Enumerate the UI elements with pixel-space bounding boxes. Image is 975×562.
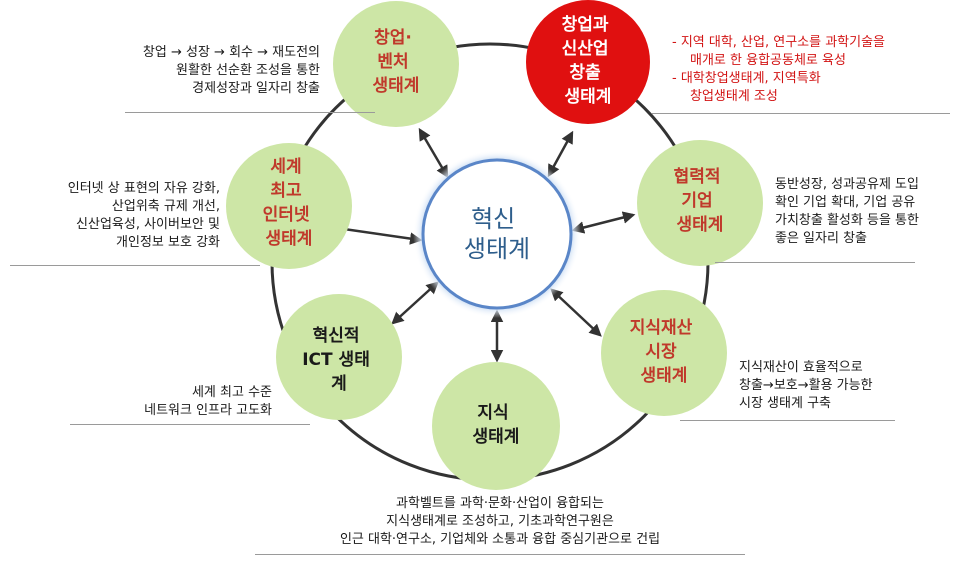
svg-text:창업과 신산업 창출 생: 창업과 신산업 창출 생태계 <box>562 15 615 107</box>
node-cooperative-enterprise: 협력적 기업 생태계 <box>637 140 763 266</box>
arrow-innovative-ict <box>391 281 439 325</box>
arrow-startup-industry <box>547 130 574 178</box>
desc-startup-venture: 창업 → 성장 → 회수 → 재도전의 원활한 선순환 조성을 통한 경제성장과… <box>143 44 320 98</box>
desc-line: 시장 생태계 구축 <box>739 396 831 411</box>
desc-line: - 지역 대학, 산업, 연구소를 과학기술을 <box>672 35 886 50</box>
desc-underline <box>70 424 310 425</box>
desc-line: 경제성장과 일자리 창출 <box>192 81 320 96</box>
arrow-ip-market <box>550 288 602 337</box>
svg-text:협력적 기업 생태계: 협력적 기업 생태계 <box>674 166 727 235</box>
desc-line: 네트워크 인프라 고도화 <box>144 403 272 418</box>
svg-text:세계 최고 인터넷 생태: 세계 최고 인터넷 생태계 <box>263 157 316 249</box>
desc-line: - 대학창업생태계, 지역특화 <box>672 71 821 86</box>
arrow-cooperative-enterprise <box>571 211 636 234</box>
desc-line: 확인 기업 확대, 기업 공유 <box>775 195 916 210</box>
svg-text:혁신적 ICT 생태 계: 혁신적 ICT 생태 계 <box>302 325 376 394</box>
desc-line: 원활한 선순환 조성을 통한 <box>176 63 320 78</box>
node-world-best-internet: 세계 최고 인터넷 생태계 <box>226 143 352 269</box>
desc-line: 산업위축 규제 개선, <box>111 199 220 214</box>
desc-line: 가치창출 활성화 등을 통한 <box>775 213 919 228</box>
node-innovative-ict: 혁신적 ICT 생태 계 <box>276 294 402 420</box>
desc-underline <box>652 113 950 114</box>
desc-line: 신산업육성, 사이버보안 및 <box>76 217 220 232</box>
svg-text:창업· 벤처 생태계: 창업· 벤처 생태계 <box>373 28 420 96</box>
desc-line: 과학벨트를 과학·문화·산업이 융합되는 <box>396 496 604 511</box>
svg-text:지식 생태계: 지식 생태계 <box>473 403 520 447</box>
desc-line: 지식재산이 효율적으로 <box>739 360 863 375</box>
desc-line: 개인정보 보호 강화 <box>116 235 220 250</box>
desc-line: 창업 → 성장 → 회수 → 재도전의 <box>142 45 320 60</box>
desc-underline <box>680 420 895 421</box>
desc-line: 창출→보호→활용 가능한 <box>739 378 873 393</box>
desc-line: 창업생태계 조성 <box>690 89 778 104</box>
desc-world-best-internet: 인터넷 상 표현의 자유 강화, 산업위축 규제 개선, 신산업육성, 사이버보… <box>68 180 220 252</box>
desc-underline <box>255 554 745 555</box>
center-circle <box>421 158 573 310</box>
desc-cooperative-enterprise: 동반성장, 성과공유제 도입 확인 기업 확대, 기업 공유 가치창출 활성화 … <box>775 176 919 248</box>
connector-arrows <box>327 127 636 363</box>
node-startup-industry: 창업과 신산업 창출 생태계 <box>526 0 650 124</box>
desc-startup-industry: - 지역 대학, 산업, 연구소를 과학기술을 매개로 한 융합공동체로 육성 … <box>672 34 885 106</box>
svg-text:지식재산 시장 생태계: 지식재산 시장 생태계 <box>630 318 698 386</box>
desc-innovative-ict: 세계 최고 수준 네트워크 인프라 고도화 <box>144 384 272 420</box>
node-ip-market: 지식재산 시장 생태계 <box>601 290 727 416</box>
desc-ip-market: 지식재산이 효율적으로 창출→보호→활용 가능한 시장 생태계 구축 <box>739 359 873 413</box>
node-startup-venture: 창업· 벤처 생태계 <box>333 1 459 127</box>
node-knowledge: 지식 생태계 <box>432 362 560 490</box>
desc-line: 세계 최고 수준 <box>191 385 272 400</box>
desc-underline <box>125 112 375 113</box>
desc-line: 매개로 한 융합공동체로 육성 <box>690 53 846 68</box>
desc-line: 지식생태계로 조성하고, 기초과학연구원은 <box>386 514 614 529</box>
desc-knowledge: 과학벨트를 과학·문화·산업이 융합되는 지식생태계로 조성하고, 기초과학연구… <box>250 495 750 549</box>
desc-underline <box>715 262 915 263</box>
desc-line: 인터넷 상 표현의 자유 강화, <box>67 181 220 196</box>
desc-underline <box>10 265 260 266</box>
desc-line: 좋은 일자리 창출 <box>775 231 867 246</box>
arrow-startup-venture <box>418 127 449 179</box>
desc-line: 인근 대학·연구소, 기업체와 소통과 융합 중심기관으로 건립 <box>339 532 661 547</box>
center-label: 혁신 생태계 <box>464 205 530 263</box>
desc-line: 동반성장, 성과공유제 도입 <box>775 177 919 192</box>
